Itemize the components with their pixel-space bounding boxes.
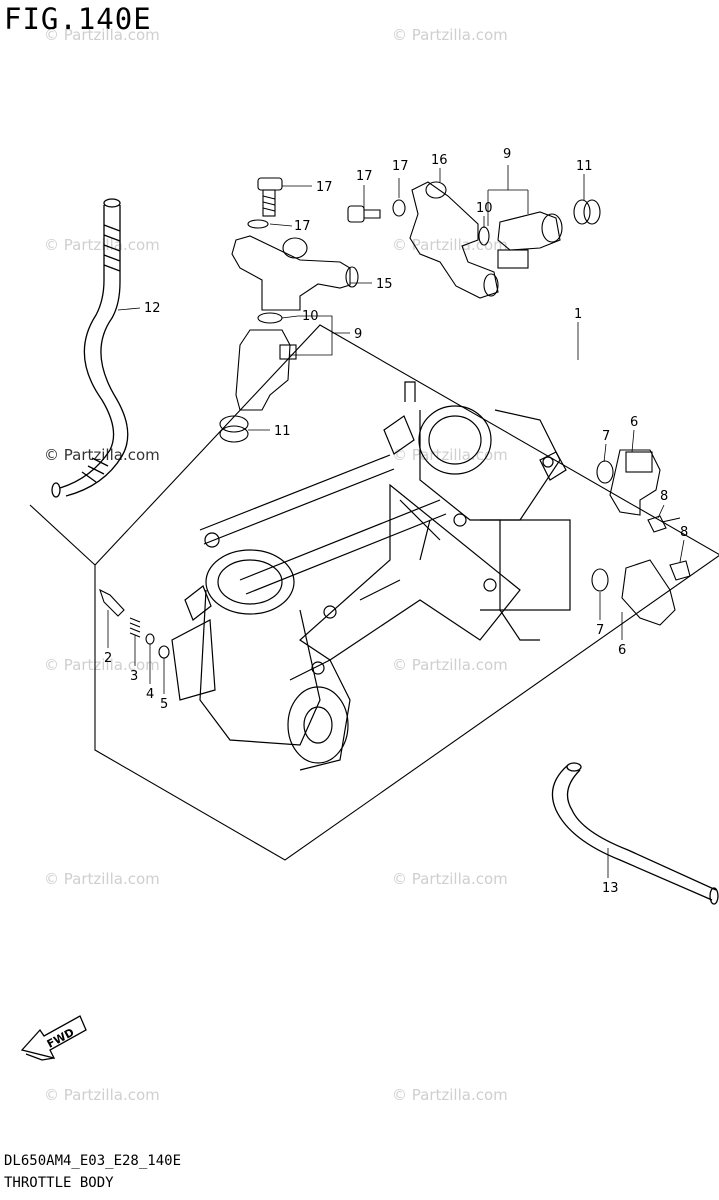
bracket-14 [231,235,359,311]
throttle-body-assembly [171,381,571,771]
callout-9-right: 9 [503,147,511,162]
sensor-6-lower [621,559,676,626]
o-ring-7-upper [596,460,614,484]
callout-7-lower: 7 [596,623,604,638]
callout-16: 17 [316,180,333,195]
bolt-8-lower [669,560,691,581]
washer-4 [145,633,155,645]
watermark: © Partzilla.com [392,656,508,674]
o-ring-10-right [478,226,490,246]
o-ring-5 [158,645,170,659]
callout-9: 9 [354,327,362,342]
cap-11-right [573,199,601,225]
callout-10-right: 10 [476,201,493,216]
figure-title: FIG.140E [4,2,152,36]
bolt-8-upper [647,515,681,533]
o-ring-7-lower [591,568,609,592]
callout-7-upper: 7 [602,429,610,444]
callout-11: 11 [274,424,291,439]
sensor-6-upper [609,449,661,516]
callout-6-lower: 6 [618,643,626,658]
callout-11-right: 11 [576,159,593,174]
o-ring-10 [257,312,283,324]
callout-15: 16 [431,153,448,168]
watermark: © Partzilla.com [392,1086,508,1104]
callout-17-right: 17 [392,159,409,174]
watermark: © Partzilla.com [44,1086,160,1104]
watermark: © Partzilla.com [44,656,160,674]
callout-16-right: 17 [356,169,373,184]
watermark: © Partzilla.com [392,236,508,254]
injector-9-right [497,211,563,269]
injector-9 [235,329,297,411]
callout-17: 17 [294,219,311,234]
washer-17-right [392,199,406,217]
figure-model-code: DL650AM4_E03_E28_140E [4,1153,182,1169]
watermark: © Partzilla.com [392,26,508,44]
watermark: © Partzilla.com [44,446,160,464]
callout-1: 1 [574,307,582,322]
watermark: © Partzilla.com [44,870,160,888]
callout-13: 13 [602,881,619,896]
callout-3: 3 [130,669,138,684]
callout-12: 12 [144,301,161,316]
figure-name: THROTTLE BODY [4,1175,114,1191]
screw-16 [257,177,283,217]
callout-8-upper: 8 [660,489,668,504]
cap-11 [219,415,249,443]
bracket-15 [409,181,499,299]
washer-17 [247,219,269,229]
spring-3 [129,617,141,638]
assembly-outline [94,324,719,861]
watermark: © Partzilla.com [44,236,160,254]
watermark: © Partzilla.com [44,26,160,44]
watermark: © Partzilla.com [392,870,508,888]
hose-13 [551,762,719,905]
callout-8-lower: 8 [680,525,688,540]
fwd-arrow-icon [20,1015,87,1061]
callout-14: 15 [376,277,393,292]
callout-4: 4 [146,687,154,702]
callout-5: 5 [160,697,168,712]
screw-2 [99,588,125,617]
screw-16-right [347,205,381,223]
callout-2: 2 [104,651,112,666]
hose-12 [51,198,129,498]
callout-10: 10 [302,309,319,324]
callout-6-upper: 6 [630,415,638,430]
